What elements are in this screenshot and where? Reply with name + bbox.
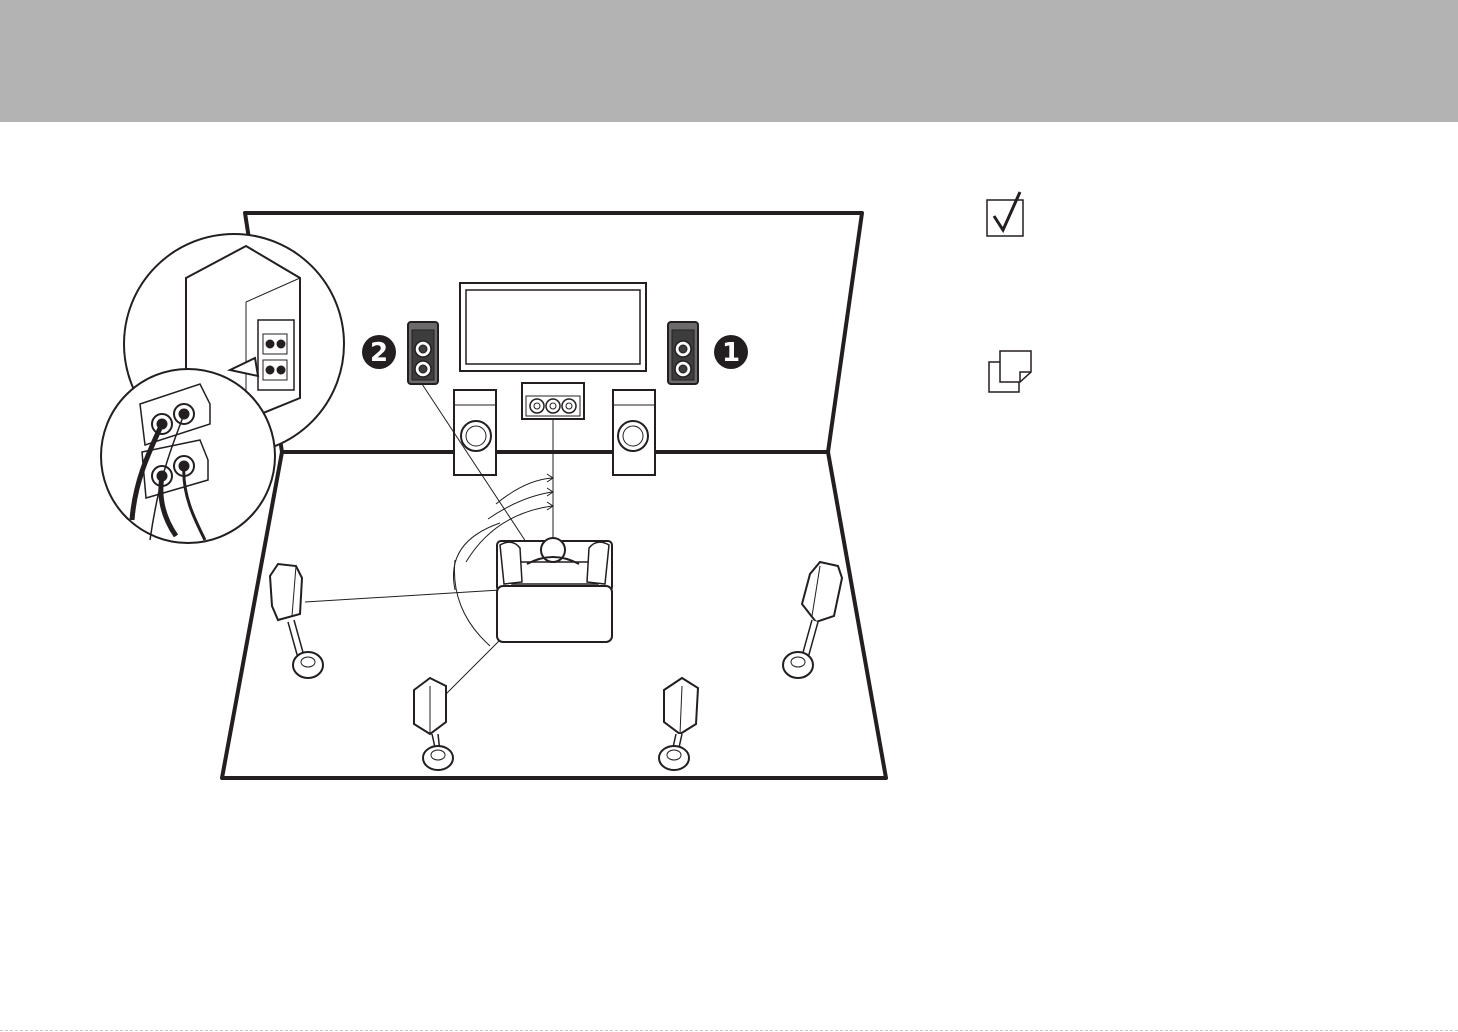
note-icon	[989, 351, 1031, 392]
center-speaker	[522, 383, 584, 419]
checkbox-icon	[987, 192, 1023, 236]
marker-1-badge: 1	[714, 335, 748, 369]
left-subwoofer	[454, 390, 496, 475]
bottom-rule	[0, 1030, 1458, 1031]
tv-screen	[460, 283, 646, 371]
front-left-speaker	[408, 322, 438, 384]
marker-2-badge: 2	[362, 335, 396, 369]
right-subwoofer	[613, 390, 655, 475]
front-right-speaker	[668, 322, 698, 384]
marker-2-label: 2	[370, 338, 388, 368]
marker-1-label: 1	[722, 338, 740, 368]
